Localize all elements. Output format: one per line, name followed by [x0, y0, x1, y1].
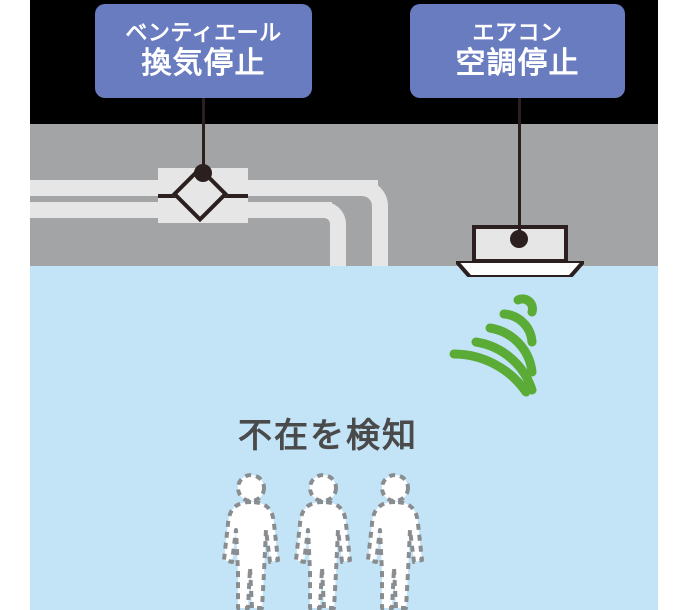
callout-air-conditioner-line1: エアコン: [472, 19, 563, 45]
duct-segment-top-right: [246, 180, 378, 196]
person-silhouette: [366, 473, 424, 610]
callout-ventilation-line1: ベンティエール: [125, 19, 282, 45]
person-silhouette: [222, 473, 280, 610]
leader-line-air-conditioner: [518, 98, 521, 232]
wireless-signal-icon: [449, 294, 537, 397]
absence-status-text: 不在を検知: [238, 417, 418, 455]
people-silhouettes-group: [222, 473, 424, 610]
callout-air-conditioner-line2: 空調停止: [455, 46, 580, 80]
person-silhouette: [294, 473, 352, 610]
air-conditioner-flange-icon: [456, 261, 584, 277]
callout-ventilation[interactable]: ベンティエール 換気停止: [95, 4, 312, 98]
callout-air-conditioner[interactable]: エアコン 空調停止: [410, 4, 625, 98]
duct-segment-top-left: [30, 180, 160, 196]
damper-pivot-dot: [194, 164, 212, 182]
duct-segment-bottom-left: [30, 202, 160, 218]
leader-line-ventilation: [202, 98, 205, 172]
duct-downpipe-inner: [330, 232, 346, 266]
callout-ventilation-line2: 換気停止: [141, 46, 266, 80]
duct-downpipe-outer: [372, 214, 388, 266]
air-conditioner-sensor-dot: [510, 230, 528, 248]
duct-segment-bottom-right: [246, 202, 332, 218]
